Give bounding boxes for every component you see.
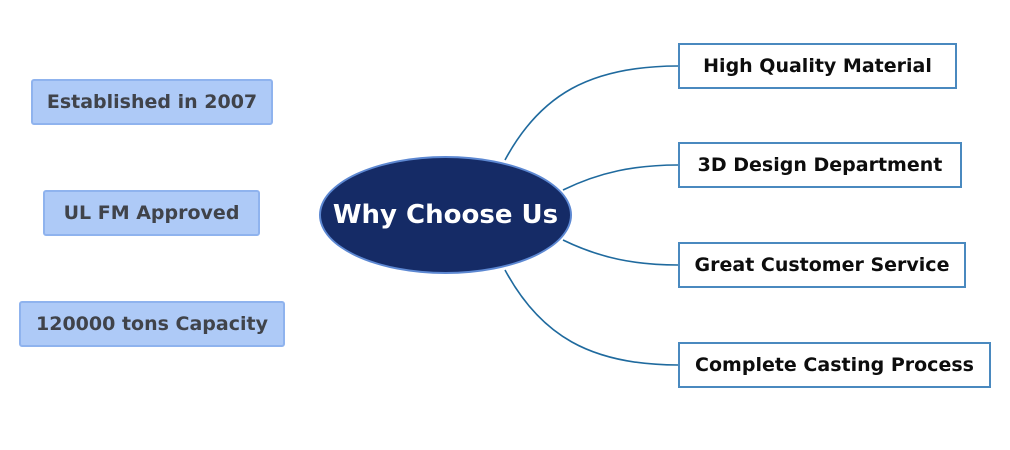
left-item-capacity: 120000 tons Capacity: [19, 301, 285, 347]
left-item-label: UL FM Approved: [63, 202, 240, 224]
branch-great-customer-service: Great Customer Service: [678, 242, 966, 288]
branch-high-quality-material: High Quality Material: [678, 43, 957, 89]
branch-label: High Quality Material: [703, 55, 932, 77]
central-topic-node: Why Choose Us: [319, 156, 572, 274]
central-topic-label: Why Choose Us: [332, 200, 559, 230]
left-item-established: Established in 2007: [31, 79, 273, 125]
connector-complete-casting-process: [504, 269, 679, 366]
branch-label: Great Customer Service: [694, 254, 950, 276]
branch-label: 3D Design Department: [697, 154, 943, 176]
branch-label: Complete Casting Process: [695, 354, 974, 376]
connector-3d-design-department: [562, 164, 679, 191]
left-item-label: 120000 tons Capacity: [36, 313, 268, 335]
left-item-label: Established in 2007: [46, 91, 258, 113]
branch-3d-design-department: 3D Design Department: [678, 142, 962, 188]
branch-complete-casting-process: Complete Casting Process: [678, 342, 991, 388]
left-item-ul-fm-approved: UL FM Approved: [43, 190, 260, 236]
connector-high-quality-material: [504, 65, 679, 161]
connector-great-customer-service: [562, 239, 679, 266]
